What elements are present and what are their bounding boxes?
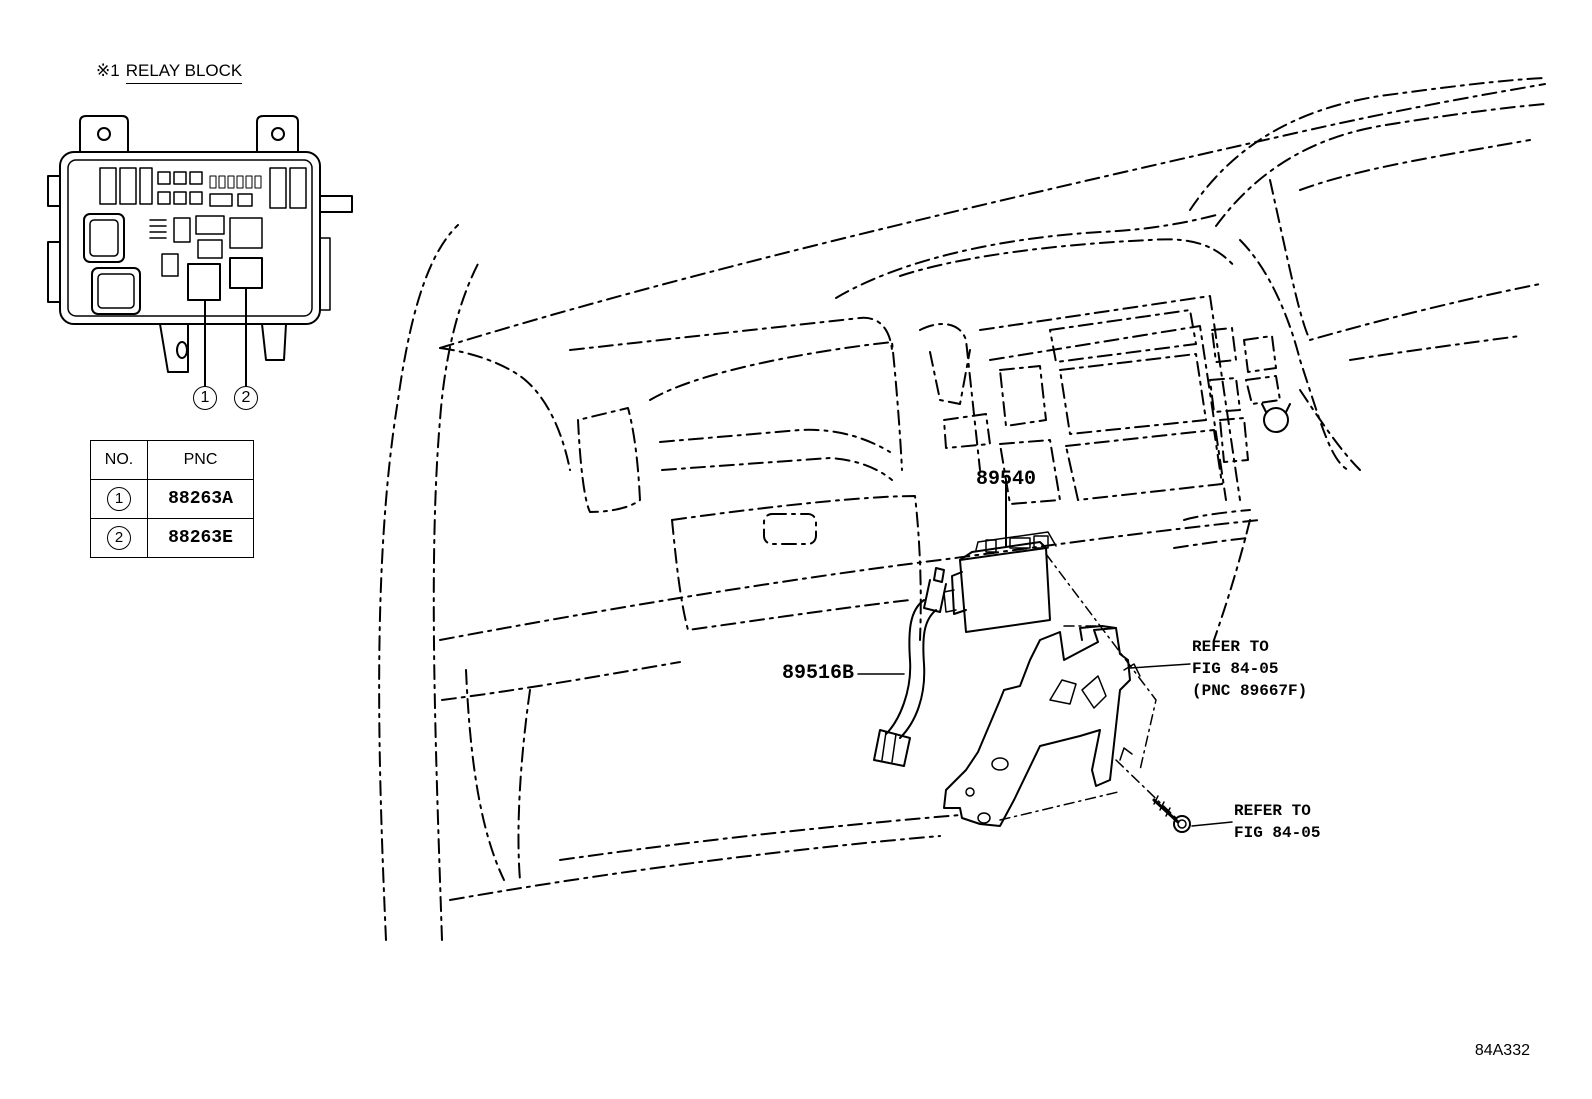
- pnc-table-header: NO. PNC: [90, 440, 254, 480]
- pnc-table: NO. PNC 1 88263A 2 88263E: [90, 440, 254, 558]
- relay-block-label: RELAY BLOCK: [125, 61, 243, 84]
- diagram-id: 84A332: [1474, 1042, 1530, 1059]
- row-number: 1: [107, 487, 131, 511]
- control-computer-drawing: [943, 479, 1057, 633]
- table-row: 1 88263A: [90, 479, 254, 519]
- relay-pointer-2: 2: [234, 386, 258, 410]
- bracket-reference-leader: [1129, 663, 1191, 669]
- knob-detail: [1261, 403, 1291, 413]
- callout-computer: 89540: [976, 468, 1037, 491]
- relay-block-title: ※1 RELAY BLOCK: [96, 61, 243, 84]
- bolt-reference: REFER TO FIG 84-05: [1234, 800, 1320, 844]
- row-pnc: 88263A: [147, 479, 254, 519]
- relay-block-marker: ※1: [96, 61, 120, 80]
- bolt-reference-line-1: REFER TO: [1234, 802, 1311, 820]
- knob-icon: [1263, 407, 1289, 433]
- row-pnc: 88263E: [147, 518, 254, 558]
- header-no: NO.: [90, 440, 148, 480]
- mounting-bracket-drawing: [943, 625, 1141, 827]
- bolt-reference-line-2: FIG 84-05: [1234, 824, 1321, 842]
- bracket-reference-line-2: FIG 84-05: [1192, 660, 1279, 678]
- bolt-reference-leader: [1191, 821, 1233, 827]
- relay-block-drawing: [47, 115, 353, 387]
- bracket-reference-line-1: REFER TO: [1192, 638, 1269, 656]
- instrument-panel-outline: [378, 77, 1546, 941]
- wire-harness-drawing: [857, 567, 947, 767]
- exploded-guide-lines: [999, 553, 1177, 821]
- row-number: 2: [107, 526, 131, 550]
- screw-drawing: [1152, 795, 1191, 833]
- bracket-reference-line-3: (PNC 89667F): [1192, 682, 1308, 700]
- callout-wire-harness: 89516B: [782, 662, 855, 685]
- relay-pointer-1: 1: [193, 386, 217, 410]
- header-pnc: PNC: [147, 440, 254, 480]
- bracket-reference: REFER TO FIG 84-05 (PNC 89667F): [1192, 636, 1307, 702]
- table-row: 2 88263E: [90, 518, 254, 558]
